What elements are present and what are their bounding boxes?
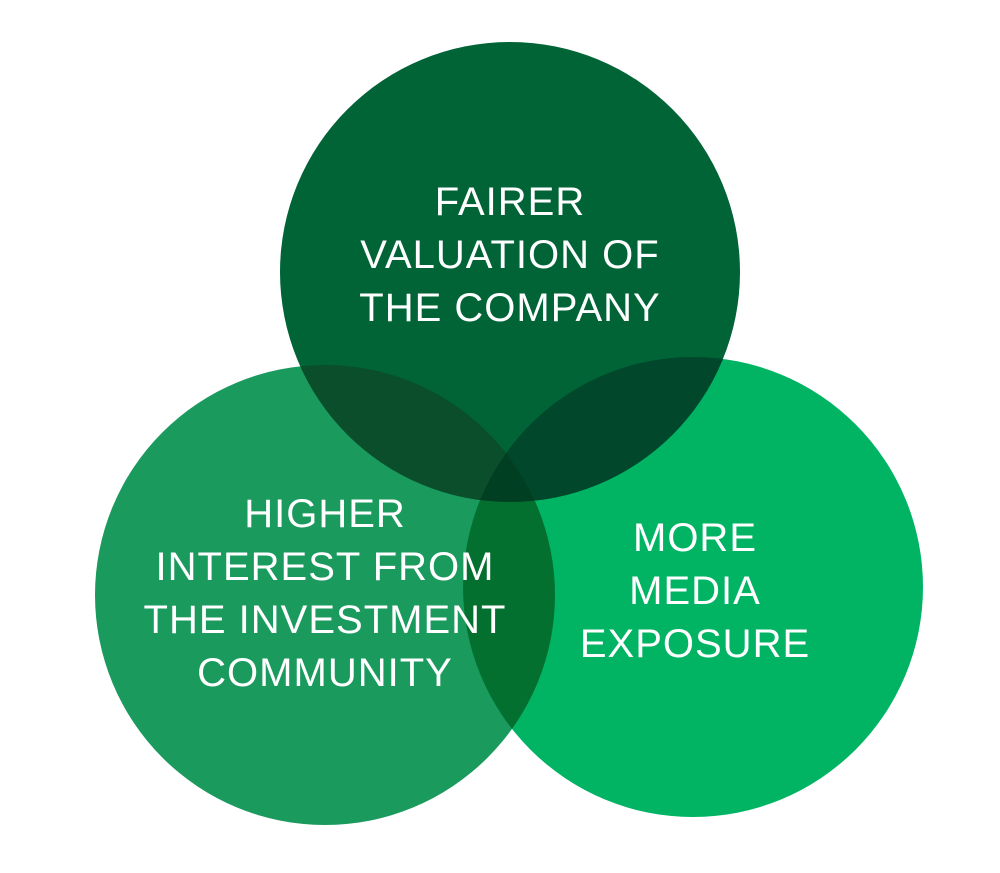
label-right-line-1: MORE (633, 516, 757, 560)
label-left-line-1: HIGHER (244, 492, 406, 536)
label-fairer-valuation: FAIRER VALUATION OF THE COMPANY (300, 176, 720, 335)
label-higher-interest: HIGHER INTEREST FROM THE INVESTMENT COMM… (100, 488, 550, 700)
label-left-line-3: THE INVESTMENT (143, 598, 507, 642)
label-left-line-4: COMMUNITY (197, 651, 453, 695)
label-right-line-2: MEDIA (629, 569, 761, 613)
label-left-line-2: INTEREST FROM (155, 545, 495, 589)
overlap-top-left (280, 365, 555, 502)
label-media-exposure: MORE MEDIA EXPOSURE (545, 512, 845, 671)
label-top-line-2: VALUATION OF (360, 233, 660, 277)
label-right-line-3: EXPOSURE (579, 622, 811, 666)
label-top-line-3: THE COMPANY (359, 286, 661, 330)
overlap-top-right (463, 357, 740, 502)
label-top-line-1: FAIRER (434, 180, 586, 224)
